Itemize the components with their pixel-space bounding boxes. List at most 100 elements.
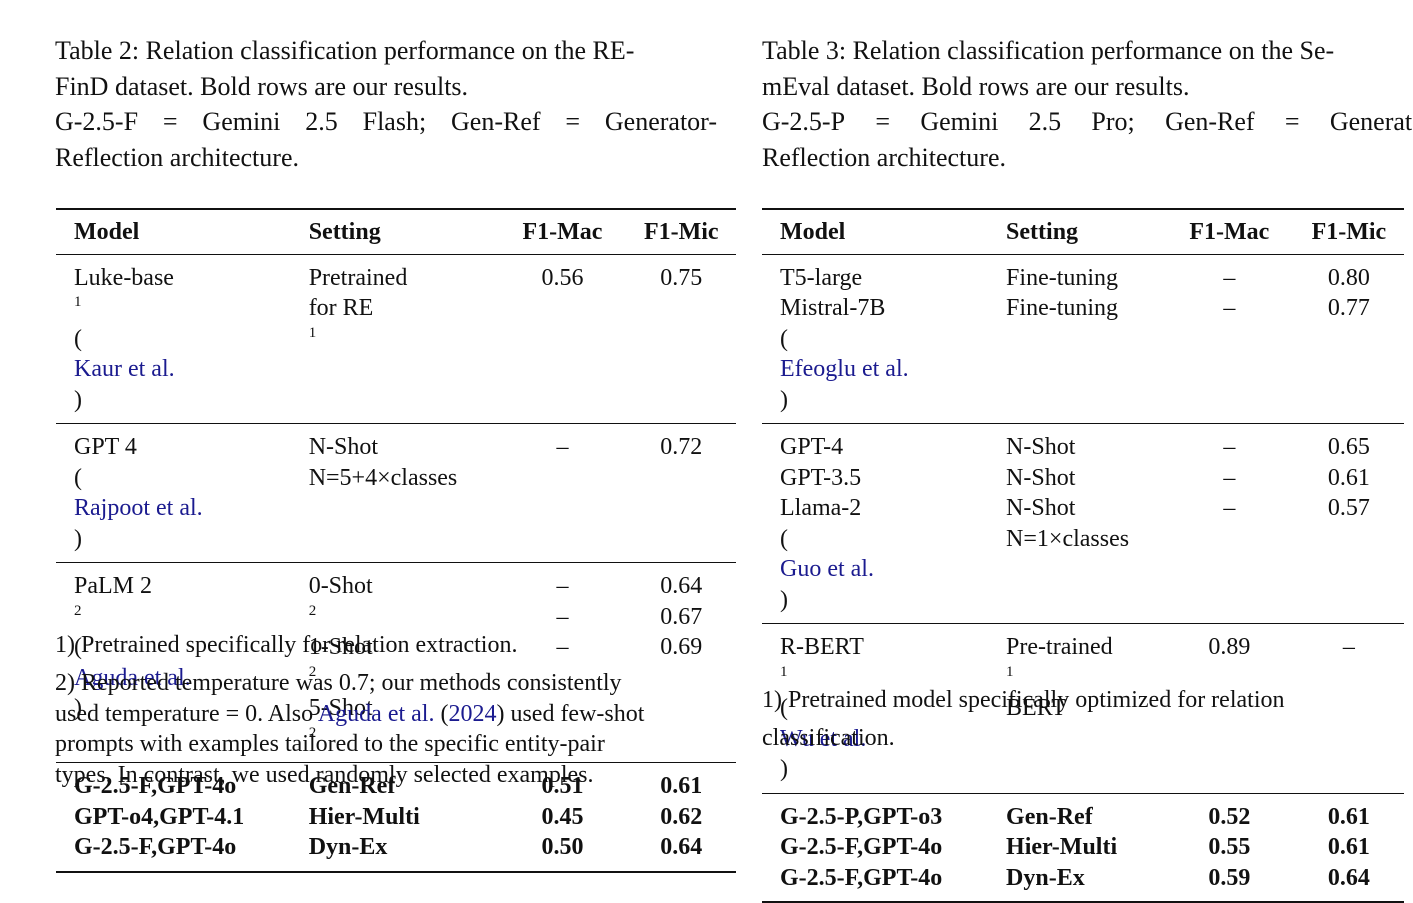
- table3: Model Setting F1-Mac F1-Mic T5-large Mis…: [762, 208, 1404, 903]
- header-f1mic: F1-Mic: [1287, 209, 1404, 255]
- model-name: Llama-2: [780, 495, 862, 521]
- table-header-row: Model Setting F1-Mac F1-Mic: [762, 209, 1404, 255]
- header-setting: Setting: [988, 209, 1165, 255]
- citation-link[interactable]: Kaur et al.: [74, 356, 175, 382]
- model-name: Luke-base: [74, 264, 174, 291]
- f1mic-value: 0.77: [1327, 295, 1370, 321]
- citation-link[interactable]: Aguda et al.: [317, 700, 435, 727]
- f1mac-value: 0.52: [1208, 803, 1251, 830]
- caption-word: 2.5: [305, 107, 338, 136]
- f1mic-value: 0.61: [1327, 464, 1370, 491]
- f1mac-value: –: [556, 434, 569, 460]
- table-row: GPT 4 (Rajpoot et al.) N-Shot N=5+4×clas…: [56, 423, 736, 563]
- setting-cell: Fine-tuning Fine-tuning: [988, 254, 1165, 424]
- caption-word: Gemini: [920, 107, 999, 136]
- caption-word: Generator-: [604, 107, 717, 136]
- caption-word: =: [565, 107, 581, 136]
- f1mac-value: –: [1223, 464, 1236, 491]
- f1mac-value: –: [1223, 495, 1236, 521]
- citation-link[interactable]: Wu et al.: [780, 725, 867, 752]
- model-name: T5-large: [780, 264, 863, 291]
- caption-line: mEval dataset. Bold rows are our results…: [762, 71, 1190, 101]
- setting-text: Pretrained: [308, 264, 408, 291]
- setting-text: N=5+4×classes: [308, 464, 458, 491]
- model-name: R-BERT: [780, 634, 864, 660]
- f1mac-cell: –: [498, 423, 621, 563]
- citation-year-link[interactable]: 2024: [448, 700, 497, 727]
- citation-link[interactable]: Aguda et al.: [74, 664, 191, 691]
- caption-line: Table 2: Relation classification perform…: [55, 36, 635, 65]
- f1mic-cell: 0.61 0.61 0.64: [1287, 792, 1404, 902]
- setting-text: N-Shot: [1006, 495, 1076, 521]
- f1mac-cell: 0.89: [1164, 623, 1288, 793]
- setting-text: N-Shot: [308, 434, 379, 460]
- f1mac-cell: 0.56: [498, 254, 620, 424]
- setting-text: BERT: [1006, 695, 1066, 721]
- f1mac-cell: – –: [1165, 254, 1288, 424]
- footnote-text: 1) Pretrained model specifically optimiz…: [762, 687, 1285, 713]
- model-cell: GPT 4 (Rajpoot et al.): [56, 423, 291, 563]
- caption-word: Gemini: [202, 107, 281, 136]
- f1mac-value: 0.56: [541, 264, 584, 291]
- f1mac-value: –: [1223, 434, 1236, 460]
- footnote-text: 2) Reported temperature was 0.7; our met…: [55, 670, 622, 696]
- f1mac-value: –: [1223, 295, 1236, 321]
- f1mic-cell: 0.64 0.67 0.69: [620, 562, 736, 763]
- model-name: GPT-o4,GPT-4.1: [74, 803, 245, 830]
- table-row-ours: G-2.5-P,GPT-o3 G-2.5-F,GPT-4o G-2.5-F,GP…: [762, 792, 1404, 902]
- f1mac-cell: – – –: [498, 562, 621, 763]
- caption-word: G-2.5-F: [55, 107, 139, 136]
- f1mac-cell: 0.52 0.55 0.59: [1164, 792, 1288, 902]
- model-cell: G-2.5-P,GPT-o3 G-2.5-F,GPT-4o G-2.5-F,GP…: [762, 792, 989, 902]
- caption-word: Gen-Ref: [1165, 107, 1255, 136]
- footnote-mark: 2: [308, 663, 317, 680]
- f1mic-value: 0.67: [660, 603, 703, 630]
- f1mac-value: –: [1223, 264, 1236, 291]
- f1mic-value: 0.64: [660, 834, 703, 860]
- f1mic-value: 0.61: [660, 773, 703, 799]
- footnote-text: 1) Pretrained specifically for relation …: [55, 632, 518, 658]
- setting-cell: Gen-Ref Hier-Multi Dyn-Ex: [988, 792, 1165, 902]
- setting-text: for RE: [308, 295, 374, 321]
- caption-word: =: [1284, 107, 1300, 136]
- setting-cell: N-Shot N-Shot N-Shot N=1×classes: [988, 423, 1165, 624]
- caption-line-justified: G-2.5-P = Gemini 2.5 Pro; Gen-Ref = Gene…: [762, 104, 1413, 140]
- model-cell: T5-large Mistral-7B (Efeoglu et al.): [762, 254, 988, 424]
- table2-footnote-1: 1) Pretrained specifically for relation …: [55, 630, 517, 661]
- caption-line: Reflection architecture.: [55, 142, 299, 172]
- caption-word: 2.5: [1028, 107, 1062, 136]
- f1mac-value: 0.45: [541, 803, 584, 830]
- f1mic-value: 0.64: [1327, 864, 1370, 891]
- footnote-fragment: used temperature = 0. Also: [55, 700, 318, 727]
- model-name: G-2.5-P,GPT-o3: [780, 803, 943, 830]
- f1mic-cell: 0.80 0.77: [1288, 254, 1404, 424]
- setting-text: N-Shot: [1006, 464, 1076, 491]
- setting-text: N-Shot: [1006, 434, 1076, 460]
- setting-text: 0-Shot: [308, 573, 373, 599]
- citation-link[interactable]: Rajpoot et al.: [74, 495, 203, 521]
- caption-word: Pro;: [1091, 107, 1135, 136]
- citation-link[interactable]: Guo et al.: [780, 556, 874, 582]
- footnote-mark: 2: [74, 602, 82, 619]
- caption-word: Gen-Ref: [451, 107, 541, 136]
- table-header-row: Model Setting F1-Mac F1-Mic: [56, 209, 736, 255]
- f1mic-value: 0.57: [1327, 495, 1370, 521]
- table-row: T5-large Mistral-7B (Efeoglu et al.) Fin…: [762, 254, 1404, 424]
- caption-line: FinD dataset. Bold rows are our results.: [55, 71, 469, 101]
- f1mac-value: –: [556, 634, 569, 660]
- footnote-mark: 1: [780, 663, 788, 680]
- caption-word: Flash;: [362, 107, 427, 136]
- footnote-mark: 2: [308, 602, 317, 619]
- header-setting: Setting: [290, 209, 499, 255]
- setting-text: Dyn-Ex: [1006, 864, 1085, 891]
- setting-text: 5-Shot: [308, 695, 373, 721]
- citation-link[interactable]: Efeoglu et al.: [780, 356, 909, 382]
- caption-word: =: [875, 107, 891, 136]
